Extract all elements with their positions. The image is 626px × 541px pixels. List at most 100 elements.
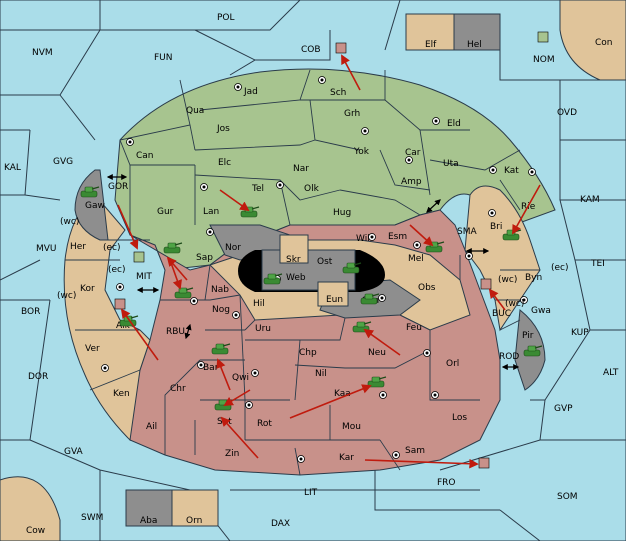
sea-label-swm: SWM: [81, 513, 103, 523]
coast-label: (ec): [108, 265, 126, 275]
province-skr[interactable]: [279, 234, 309, 264]
sea-label-ovd: OVD: [557, 108, 577, 118]
sea-label-pol: POL: [217, 13, 235, 23]
sea-label-dax: DAX: [271, 519, 290, 529]
coast-label: (wc): [60, 217, 79, 227]
sea-label-gva: GVA: [64, 447, 84, 457]
sea-label-gvp: GVP: [554, 404, 573, 414]
land-label-yok: Yok: [353, 147, 370, 157]
land-label-amp: Amp: [401, 177, 422, 187]
land-label-sch: Sch: [330, 88, 346, 98]
land-label-nil: Nil: [315, 369, 327, 379]
coast-label: (wc): [57, 291, 76, 301]
adjacency-arrows: [106, 174, 520, 370]
land-label-sam: Sam: [405, 446, 425, 456]
province-aba[interactable]: [125, 489, 173, 527]
land-label-olk: Olk: [304, 184, 320, 194]
land-label-lan: Lan: [203, 207, 219, 217]
province-borders: [65, 69, 540, 476]
land-label-nor: Nor: [225, 243, 241, 253]
land-label-qua: Qua: [186, 106, 204, 116]
sea-label-kup: KUP: [571, 328, 589, 338]
fleet-icon: [335, 42, 347, 54]
order-arrows: [117, 54, 541, 469]
land-label-bri: Bri: [490, 222, 502, 232]
province-orn[interactable]: [171, 489, 219, 527]
province-con[interactable]: [559, 0, 626, 81]
sea-label-kam: KAM: [580, 195, 600, 205]
land-label-byn: Byn: [525, 273, 542, 283]
land-label-her: Her: [70, 242, 86, 252]
land-label-car: Car: [405, 148, 421, 158]
sea-label-nvm: NVM: [32, 48, 53, 58]
coast-label: (ec): [103, 243, 121, 253]
land-label-obs: Obs: [418, 283, 436, 293]
province-hel[interactable]: [453, 13, 501, 51]
sea-label-dor: DOR: [28, 372, 48, 382]
land-label-tel: Tel: [251, 184, 264, 194]
land-label-hug: Hug: [333, 208, 351, 218]
sea-label-mvu: MVU: [36, 244, 57, 254]
region-east: [464, 185, 541, 332]
sea-label-buc: BUC: [492, 309, 511, 319]
land-label-con: Con: [595, 38, 613, 48]
sea-label-bor: BOR: [21, 307, 40, 317]
land-label-pir: Pir: [522, 331, 534, 341]
land-label-uta: Uta: [443, 159, 459, 169]
land-label-gur: Gur: [157, 207, 174, 217]
land-label-chr: Chr: [170, 384, 186, 394]
land-label-nog: Nog: [212, 305, 230, 315]
land-label-orn: Orn: [186, 516, 202, 526]
land-label-bar: Bar: [203, 363, 219, 373]
sea-label-rbu: RBU: [166, 327, 185, 337]
sea-label-kal: KAL: [4, 163, 21, 173]
land-label-neu: Neu: [368, 348, 386, 358]
land-label-ver: Ver: [85, 344, 100, 354]
coast-label: (wc): [505, 299, 524, 309]
province-gaw[interactable]: [74, 169, 109, 241]
sea-label-fro: FRO: [437, 478, 456, 488]
land-label-ail: Ail: [146, 422, 157, 432]
sea-label-gor: GOR: [108, 182, 128, 192]
land-label-ost: Ost: [317, 257, 333, 267]
coast-label: (ec): [551, 263, 569, 273]
sea-label-nom: NOM: [533, 55, 555, 65]
land-label-qwi: Qwi: [232, 373, 249, 383]
land-label-gaw: Gaw: [85, 201, 105, 211]
land-label-kat: Kat: [504, 166, 519, 176]
coast-labels: (wc) (ec) (ec) (wc) (wc) (ec) (wc): [57, 217, 569, 309]
land-label-cow: Cow: [26, 526, 45, 536]
land-label-orl: Orl: [446, 359, 459, 369]
sea-label-gvg: GVG: [53, 157, 73, 167]
land-label-uru: Uru: [255, 324, 271, 334]
province-eun[interactable]: [317, 281, 349, 307]
land-label-mou: Mou: [342, 422, 361, 432]
land-label-feu: Feu: [406, 323, 422, 333]
land-label-hel: Hel: [467, 40, 482, 50]
land-label-gwa: Gwa: [531, 306, 551, 316]
sea-label-cob: COB: [301, 45, 321, 55]
province-cow[interactable]: [0, 476, 61, 541]
land-label-esm: Esm: [388, 232, 407, 242]
sea-label-lit: LIT: [304, 488, 318, 498]
land-label-elf: Elf: [425, 40, 437, 50]
sea-label-sma: SMA: [457, 227, 477, 237]
coast-label: (wc): [498, 275, 517, 285]
province-elf[interactable]: [405, 13, 455, 51]
land-label-zin: Zin: [225, 449, 239, 459]
land-labels: Con Elf Hel Jad Sch Qua Jos Grh Eld Can …: [26, 38, 613, 536]
sea-label-fun: FUN: [154, 53, 173, 63]
land-label-kor: Kor: [80, 284, 95, 294]
land-label-ken: Ken: [113, 389, 130, 399]
land-label-eun: Eun: [326, 295, 343, 305]
sea-label-alt: ALT: [603, 368, 619, 378]
land-label-rot: Rot: [257, 419, 272, 429]
sea-labels: POL NVM FUN COB NOM OVD KAL GVG GOR KAM …: [4, 13, 619, 529]
land-label-grh: Grh: [344, 109, 360, 119]
fleet-icon: [133, 251, 145, 263]
fleets: [114, 31, 549, 469]
land-label-elc: Elc: [218, 158, 231, 168]
fleet-icon: [537, 31, 549, 43]
land-label-los: Los: [452, 413, 467, 423]
